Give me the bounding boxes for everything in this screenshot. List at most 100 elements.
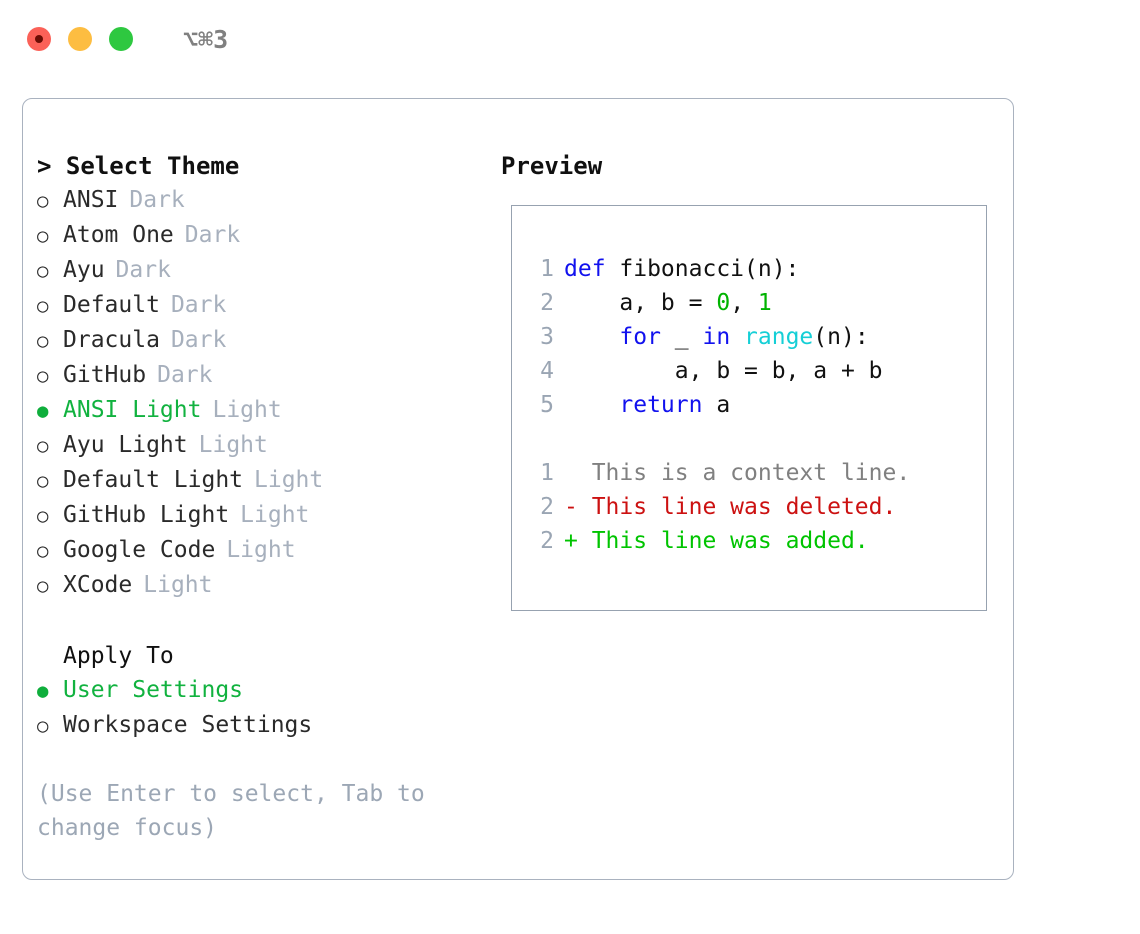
theme-option-google-code[interactable]: ○ Google Code Light — [37, 533, 497, 568]
diff-line: 1 This is a context line. — [528, 456, 986, 490]
maximize-button-icon[interactable] — [109, 27, 133, 51]
theme-option-category: Light — [143, 572, 213, 598]
theme-option-ayu[interactable]: ○ Ayu Dark — [37, 253, 497, 288]
keyboard-hint-text: (Use Enter to select, Tab to change focu… — [37, 781, 425, 841]
preview-title: Preview — [501, 152, 603, 180]
radio-unselected-icon[interactable]: ○ — [37, 295, 49, 317]
code-line-number: 4 — [540, 358, 554, 384]
theme-option-label: Google Code — [63, 537, 216, 563]
radio-unselected-icon[interactable]: ○ — [37, 260, 49, 282]
diff-marker: + — [564, 528, 592, 554]
theme-option-github-light[interactable]: ○ GitHub Light Light — [37, 498, 497, 533]
radio-unselected-icon[interactable]: ○ — [37, 470, 49, 492]
code-line-text: for _ in range(n): — [564, 320, 868, 354]
diff-marker: - — [564, 494, 592, 520]
minimize-button-icon[interactable] — [68, 27, 92, 51]
diff-line-text: This is a context line. — [591, 460, 911, 486]
radio-unselected-icon[interactable]: ○ — [37, 190, 49, 212]
radio-unselected-icon[interactable]: ○ — [37, 435, 49, 457]
apply-to-option-user-settings[interactable]: ● User Settings — [37, 673, 497, 708]
apply-to-section: Apply To ● User Settings ○ Workspace Settin… — [37, 639, 497, 743]
diff-preview: 1 This is a context line. 2- This line wa… — [528, 456, 986, 558]
radio-unselected-icon[interactable]: ○ — [37, 575, 49, 597]
apply-to-option-label: User Settings — [63, 677, 244, 703]
code-token-kw: for — [619, 324, 661, 350]
theme-option-label: ANSI — [63, 187, 119, 213]
radio-unselected-icon[interactable]: ○ — [37, 330, 49, 352]
radio-unselected-icon[interactable]: ○ — [37, 505, 49, 527]
theme-option-label: Atom One — [63, 222, 174, 248]
theme-option-label: Default — [63, 292, 160, 318]
radio-unselected-icon[interactable]: ○ — [37, 540, 49, 562]
theme-option-category: Dark — [184, 222, 241, 248]
theme-picker-header: > Select Theme — [37, 152, 240, 180]
theme-option-category: Light — [226, 537, 296, 563]
code-token-num: 1 — [757, 290, 772, 316]
theme-option-label: GitHub Light — [63, 502, 230, 528]
code-line-number: 1 — [540, 256, 554, 282]
radio-unselected-icon[interactable]: ○ — [37, 715, 49, 737]
diff-line-number: 1 — [540, 460, 554, 486]
code-token-plain: a, b = b, a + b — [564, 358, 883, 384]
code-token-bi: range — [744, 324, 814, 350]
diff-line-number: 2 — [540, 494, 554, 520]
theme-option-category: Light — [198, 432, 268, 458]
theme-option-category: Dark — [115, 257, 171, 283]
theme-option-label: Dracula — [63, 327, 160, 353]
radio-unselected-icon[interactable]: ○ — [37, 225, 49, 247]
theme-option-ansi[interactable]: ○ ANSI Dark — [37, 183, 497, 218]
theme-option-category: Dark — [129, 187, 185, 213]
theme-option-label: XCode — [63, 572, 133, 598]
code-line-text: return a — [564, 388, 730, 422]
preview-spacer — [528, 422, 986, 456]
code-line-text: a, b = b, a + b — [564, 354, 883, 388]
code-line: 1 def fibonacci(n): — [528, 252, 986, 286]
theme-option-label: Ayu — [63, 257, 105, 283]
code-token-plain — [564, 324, 619, 350]
apply-to-option-workspace-settings[interactable]: ○ Workspace Settings — [37, 708, 497, 743]
radio-selected-icon[interactable]: ● — [37, 680, 49, 702]
code-line: 4 a, b = b, a + b — [528, 354, 986, 388]
theme-option-atom-one[interactable]: ○ Atom One Dark — [37, 218, 497, 253]
theme-option-category: Light — [254, 467, 324, 493]
code-line-text: a, b = 0, 1 — [564, 286, 772, 320]
diff-line-text: This line was added. — [591, 528, 869, 554]
theme-option-xcode[interactable]: ○ XCode Light — [37, 568, 497, 603]
code-line-number: 5 — [540, 392, 554, 418]
code-token-plain: fibonacci(n): — [619, 256, 800, 282]
close-button-icon[interactable] — [27, 27, 51, 51]
theme-option-category: Light — [240, 502, 310, 528]
theme-option-default[interactable]: ○ Default Dark — [37, 288, 497, 323]
radio-selected-icon[interactable]: ● — [37, 400, 49, 422]
code-token-kw: in — [702, 324, 731, 350]
radio-unselected-icon[interactable]: ○ — [37, 365, 49, 387]
code-line: 2 a, b = 0, 1 — [528, 286, 986, 320]
theme-option-category: Dark — [170, 292, 227, 318]
code-token-plain — [730, 324, 744, 350]
code-token-plain: _ — [660, 324, 703, 350]
code-token-kw: def — [564, 256, 620, 282]
title-bar: ⌥⌘3 — [0, 0, 1140, 78]
code-token-kw: return — [619, 392, 703, 418]
apply-to-title: Apply To — [63, 643, 174, 669]
code-token-plain: a — [702, 392, 731, 418]
apply-to-option-label: Workspace Settings — [63, 712, 313, 738]
diff-line: 2+ This line was added. — [528, 524, 986, 558]
code-line: 3 for _ in range(n): — [528, 320, 986, 354]
diff-line-text: This line was deleted. — [591, 494, 897, 520]
theme-option-label: ANSI Light — [63, 397, 202, 423]
window-controls — [27, 27, 133, 51]
